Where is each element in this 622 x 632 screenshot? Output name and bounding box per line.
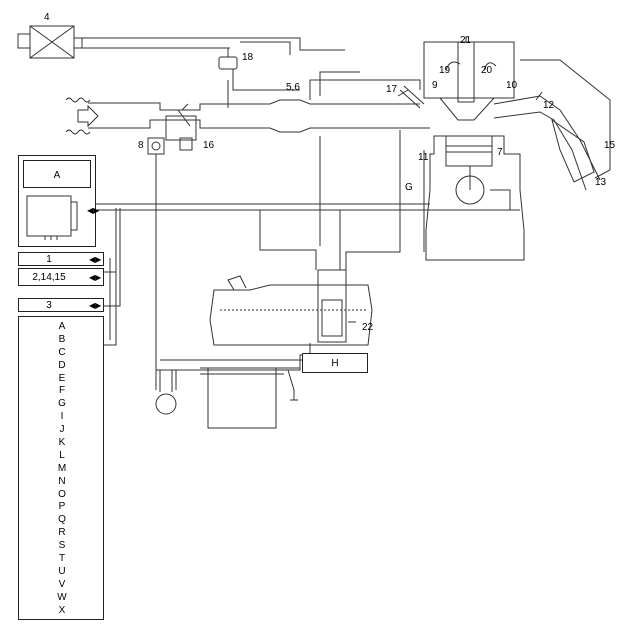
label-15: 15 — [604, 140, 616, 151]
label-17: 17 — [386, 84, 398, 95]
legend-letter: D — [58, 359, 66, 371]
purge-valve-shape — [218, 48, 238, 80]
legend-letter: V — [58, 578, 66, 590]
legend-letter: Q — [58, 514, 66, 526]
label-9: 9 — [432, 80, 438, 91]
bidirectional-arrow-icon: ◀▶ — [89, 273, 102, 282]
legend-letter: O — [58, 488, 66, 500]
label-7: 7 — [497, 147, 503, 158]
air-cleaner-shape — [17, 25, 83, 59]
sensor-box-label: 1 — [46, 254, 52, 265]
legend-letter: M — [57, 462, 67, 474]
legend-letter: P — [58, 501, 66, 513]
idle-valve-shape — [147, 137, 165, 380]
legend-letter: R — [58, 527, 66, 539]
label-5-6: 5,6 — [286, 82, 300, 93]
ecm-unit-icon — [26, 195, 78, 240]
legend-letter: G — [58, 398, 66, 410]
label-21: 21 — [460, 35, 472, 46]
label-22: 22 — [362, 322, 374, 333]
fuel-tank-shape — [209, 269, 373, 346]
label-10: 10 — [506, 80, 518, 91]
sensor-box-1: 1 ◀▶ — [18, 252, 104, 266]
label-8: 8 — [138, 140, 144, 151]
sensor-box-3: 3 ◀▶ — [18, 298, 104, 312]
h-box: H — [302, 353, 368, 373]
sensor-box-label: 3 — [46, 300, 52, 311]
legend-letter: C — [58, 346, 66, 358]
bidirectional-arrow-icon: ◀▶ — [89, 255, 102, 264]
legend-letter: B — [58, 333, 66, 345]
legend-letter: I — [60, 411, 64, 423]
cylinder-head-shape — [423, 36, 515, 121]
label-11: 11 — [418, 152, 429, 163]
legend-letter: F — [58, 385, 66, 397]
legend-letter: U — [58, 565, 66, 577]
legend-letter: A — [58, 321, 66, 332]
label-12: 12 — [543, 100, 555, 111]
legend-letter: J — [59, 424, 65, 436]
legend-letter: L — [59, 449, 65, 461]
engine-block-shape — [425, 135, 525, 261]
throttle-body-shape — [165, 103, 197, 141]
legend-letter: W — [57, 591, 67, 603]
ecm-box: A ◀▶ — [18, 155, 100, 247]
legend-letter: N — [58, 475, 66, 487]
legend-letter: S — [58, 540, 66, 552]
bidirectional-arrow-icon: ◀▶ — [89, 301, 102, 310]
label-13: 13 — [595, 177, 607, 188]
label-20: 20 — [481, 65, 493, 76]
label-g: G — [405, 182, 413, 193]
label-19: 19 — [439, 65, 451, 76]
legend-letter: T — [58, 553, 66, 565]
bidirectional-arrow-icon: ◀▶ — [87, 206, 100, 215]
legend-letter: K — [58, 437, 66, 449]
sensor-box-2-14-15: 2,14,15 ◀▶ — [18, 268, 104, 286]
ecm-label-box: A — [23, 160, 91, 188]
h-label: H — [331, 358, 339, 369]
label-4: 4 — [44, 12, 50, 23]
label-18: 18 — [242, 52, 254, 63]
ecm-label: A — [53, 170, 61, 181]
label-16: 16 — [203, 140, 215, 151]
legend-letter: X — [58, 604, 66, 616]
legend-letter: E — [58, 372, 66, 384]
sensor-box-label: 2,14,15 — [32, 272, 66, 283]
